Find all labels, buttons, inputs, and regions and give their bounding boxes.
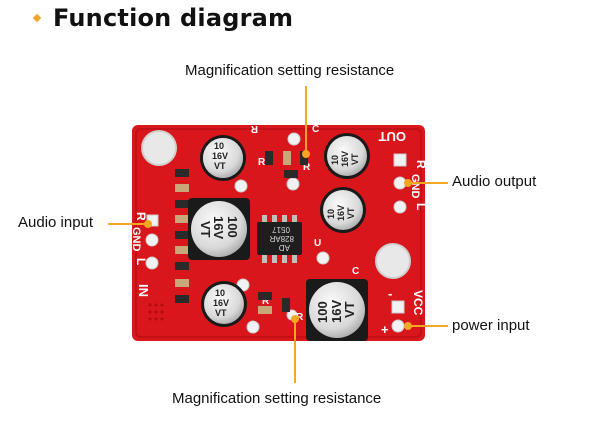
silk-c2: C [352,266,359,277]
silk-in-r: R [134,212,148,221]
cap2-value: 10 [330,155,340,165]
silk-r3: R [258,157,266,168]
cap3-voltage: 16V [336,205,346,221]
silk-r5: R [296,312,304,323]
silk-in-l: L [134,258,148,265]
input-pads [145,214,159,270]
cap4-brand: VT [215,308,227,318]
cap4-voltage: 16V [213,298,229,308]
capacitor-large-1: 100 16V VT [188,198,250,260]
silk-dots [148,303,164,321]
cap6-voltage: 16V [329,300,344,323]
mounting-hole-right [375,243,411,279]
cap6-brand: VT [342,301,357,318]
capacitor-small-2: 10 16V VT [324,133,370,179]
cap1-voltage: 16V [212,151,228,161]
cap5-brand: VT [198,221,213,238]
label-magnification-bottom: Magnification setting resistance [172,390,382,407]
silk-r2: R [303,162,311,173]
capacitor-small-4: 10 16V VT [201,281,247,327]
label-magnification-top: Magnification setting resistance [185,62,395,79]
chip-line-2: 828AR [269,234,294,243]
label-power-input: power input [452,317,530,334]
callout-dot-bottom [291,315,299,323]
smd-components-top [265,151,308,178]
silk-r4: R [262,296,270,307]
page-title: Function diagram [53,4,294,32]
label-audio-input: Audio input [18,214,94,231]
chip-line-3: 0517 [272,225,290,234]
silk-vcc: VCC [411,290,425,316]
cap5-voltage: 16V [211,216,226,239]
silk-in-gnd: GND [130,227,142,252]
label-audio-output: Audio output [452,173,537,190]
silk-minus: - [388,286,392,301]
callout-dot-top [302,150,310,158]
capacitor-large-2: 100 16V VT [306,279,368,341]
cap4-value: 10 [215,288,225,298]
output-pads [393,153,407,214]
chip-line-1: AD [279,243,290,252]
vias [234,132,330,334]
smd-components-bottom [258,292,290,314]
cap3-value: 10 [326,209,336,219]
cap6-value: 100 [315,301,330,323]
capacitor-small-3: 10 16V VT [320,187,366,233]
smd-components-left [175,169,189,303]
cap5-value: 100 [225,216,240,238]
callout-dot-audio-out [404,179,412,187]
silk-c1: C [312,124,319,135]
callout-dot-audio-in [144,220,152,228]
cap2-brand: VT [350,153,360,165]
pcb-edge [135,128,422,338]
amplifier-chip: AD 828AR 0517 [257,215,302,263]
cap1-value: 10 [214,141,224,151]
silk-plus: + [381,322,389,337]
silk-out: OUT [379,129,407,144]
cap3-brand: VT [346,207,356,219]
silk-u1: U [314,238,321,249]
callout-dot-power [404,322,412,330]
cap2-voltage: 16V [340,151,350,167]
title-row: Function diagram [32,2,294,34]
silk-in: IN [136,284,151,297]
mounting-hole-top [141,130,177,166]
cap1-brand: VT [214,161,226,171]
silk-out-gnd: GND [409,174,421,199]
silk-out-l: L [414,203,428,210]
power-pads [391,300,405,333]
silk-out-r: R [414,160,428,169]
capacitor-small-1: 10 16V VT [200,135,246,181]
silk-r1: R [250,123,258,134]
